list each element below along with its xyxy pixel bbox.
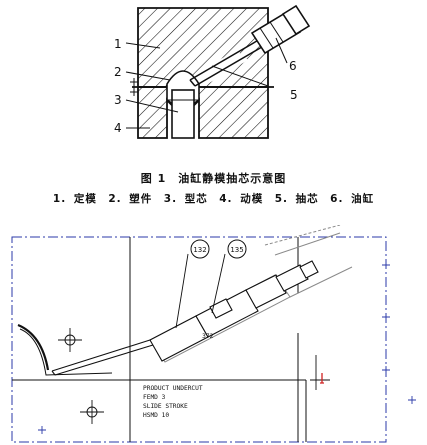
balloon-leaders: [175, 253, 226, 329]
core: [171, 89, 195, 139]
red-arrow: [320, 373, 324, 384]
callout-6: 6: [289, 59, 297, 73]
note-line-3: SLIDE STROKE: [143, 403, 188, 410]
callout-3: 3: [114, 93, 122, 107]
callout-4: 4: [114, 121, 122, 135]
note-line-4: HSMD 10: [143, 412, 169, 419]
side-core: [189, 37, 268, 87]
center-mark-bottom: [80, 400, 104, 424]
balloon-135: 135: [230, 246, 243, 254]
callout-1: 1: [114, 37, 122, 51]
mold-schematic: 1 2 3 4 5 6: [114, 4, 311, 139]
center-mark-right: [310, 355, 330, 390]
part-tag: 372: [202, 333, 214, 340]
product-edge: [17, 323, 50, 371]
cad-drawing: 132 135 372 PRODUCT UNDERCUT FEMD 3 SLID…: [11, 225, 416, 443]
balloon-132: 132: [193, 246, 206, 254]
dimension-mark: [130, 78, 138, 96]
core-pin: [51, 339, 154, 376]
figure-legend: 1. 定模 2. 塑件 3. 型芯 4. 动模 5. 抽芯 6. 油缸: [52, 193, 375, 205]
drawing-frame: [11, 236, 387, 443]
moving-mold: [137, 86, 269, 139]
hydraulic-cylinder: [250, 4, 311, 55]
edge-crosses: [38, 261, 416, 434]
note-line-2: FEMD 3: [143, 394, 166, 401]
callout-2: 2: [114, 65, 122, 79]
center-mark-left: [58, 328, 82, 352]
callout-5: 5: [290, 88, 298, 102]
figure-title: 图 1 油缸静模抽芯示意图: [140, 172, 287, 185]
slide-core: [149, 260, 319, 362]
note-line-1: PRODUCT UNDERCUT: [143, 385, 203, 392]
